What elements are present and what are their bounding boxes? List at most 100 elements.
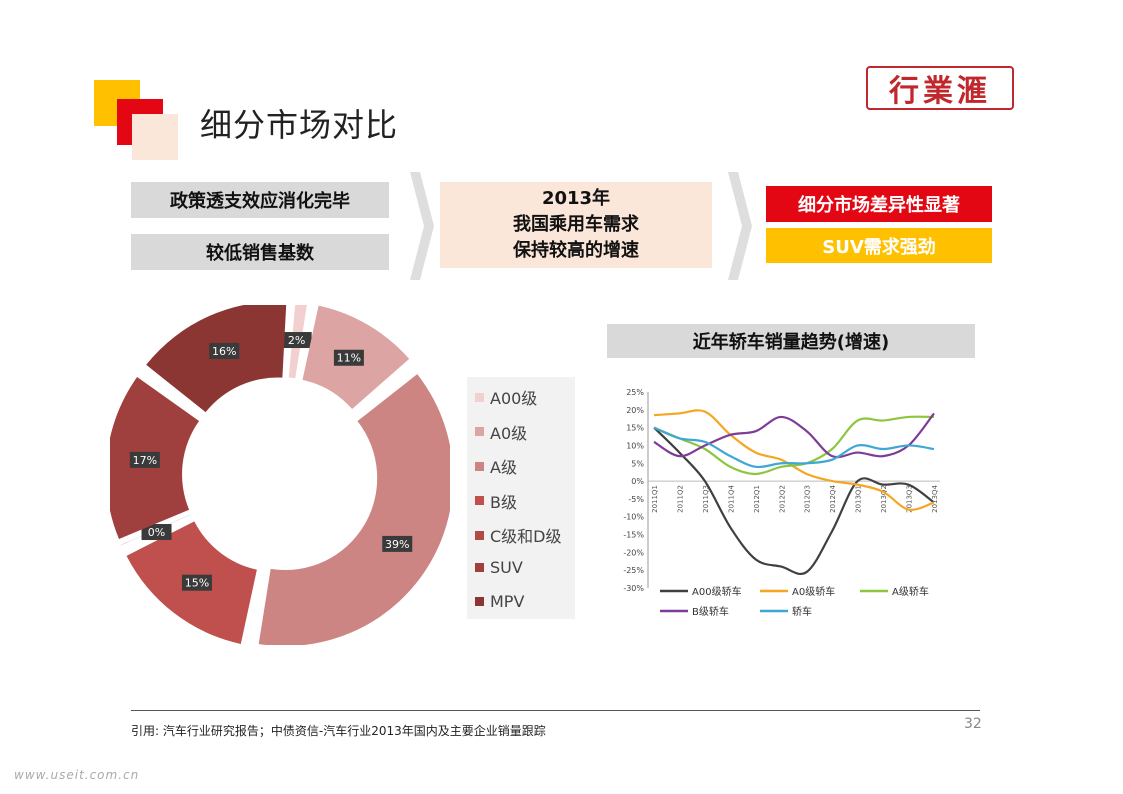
legend-label: MPV bbox=[490, 592, 525, 611]
y-tick-label: -20% bbox=[623, 548, 644, 557]
donut-label-1: 11% bbox=[333, 349, 364, 366]
svg-text:0%: 0% bbox=[148, 526, 165, 539]
line-legend-item: A00级轿车 bbox=[660, 585, 742, 598]
legend-item: A00级 bbox=[475, 385, 537, 409]
legend-label: A0级 bbox=[490, 423, 528, 443]
chevron-arrow-icon bbox=[728, 172, 752, 280]
flow-right-box-1-label: 细分市场差异性显著 bbox=[798, 195, 960, 216]
legend-label: B级 bbox=[490, 492, 517, 512]
y-tick-label: -10% bbox=[623, 513, 644, 522]
y-tick-label: 15% bbox=[626, 424, 644, 433]
flow-right-box-2: SUV需求强劲 bbox=[766, 228, 992, 263]
series-line-3 bbox=[653, 412, 935, 459]
x-tick-label: 2012Q4 bbox=[829, 485, 837, 513]
legend-swatch bbox=[475, 530, 484, 540]
footer-citation: 引用: 汽车行业研究报告；中债资信-汽车行业2013年国内及主要企业销量跟踪 bbox=[131, 724, 546, 738]
flow-middle-line-1: 2013年 bbox=[541, 188, 611, 209]
x-tick-label: 2012Q2 bbox=[778, 485, 786, 513]
flow-left-box-2: 较低销售基数 bbox=[131, 234, 389, 270]
legend-item: C级和D级 bbox=[475, 523, 562, 547]
flow-right-box-1: 细分市场差异性显著 bbox=[766, 186, 992, 222]
chevron-arrow-icon bbox=[410, 172, 434, 280]
flow-middle-box: 2013年 我国乘用车需求 保持较高的增速 bbox=[440, 182, 712, 268]
svg-text:11%: 11% bbox=[337, 352, 361, 365]
legend-swatch bbox=[475, 461, 484, 471]
y-tick-label: 5% bbox=[631, 459, 644, 468]
y-tick-label: 20% bbox=[626, 406, 644, 415]
x-tick-label: 2012Q3 bbox=[804, 485, 812, 513]
series-line-4 bbox=[653, 426, 935, 469]
svg-text:A级轿车: A级轿车 bbox=[892, 585, 929, 598]
donut-label-5: 17% bbox=[129, 451, 160, 468]
series-line-0 bbox=[653, 426, 935, 576]
flow-left-box-2-label: 较低销售基数 bbox=[206, 243, 314, 264]
x-tick-label: 2011Q1 bbox=[651, 485, 659, 513]
y-tick-label: -30% bbox=[623, 584, 644, 593]
svg-text:16%: 16% bbox=[212, 345, 236, 358]
svg-text:B级轿车: B级轿车 bbox=[692, 605, 729, 618]
legend-item: MPV bbox=[475, 592, 524, 611]
legend-swatch bbox=[475, 597, 484, 606]
series-line-2 bbox=[653, 415, 935, 476]
x-tick-label: 2011Q2 bbox=[676, 485, 684, 513]
page-title: 细分市场对比 bbox=[200, 106, 399, 144]
x-tick-label: 2013Q1 bbox=[855, 485, 863, 513]
svg-text:2%: 2% bbox=[288, 334, 305, 347]
watermark: www.useit.com.cn bbox=[14, 768, 140, 782]
legend-item: B级 bbox=[475, 489, 517, 513]
y-tick-label: 25% bbox=[626, 388, 644, 397]
x-tick-label: 2011Q4 bbox=[727, 485, 735, 513]
decor-square-peach bbox=[132, 114, 178, 160]
legend-label: C级和D级 bbox=[490, 527, 562, 546]
legend-swatch bbox=[475, 392, 484, 402]
svg-text:A0级轿车: A0级轿车 bbox=[792, 585, 835, 598]
legend-label: A00级 bbox=[490, 389, 538, 408]
flow-middle-line-3: 保持较高的增速 bbox=[513, 240, 639, 261]
x-tick-label: 2013Q4 bbox=[931, 485, 939, 513]
line-legend-item: B级轿车 bbox=[660, 605, 729, 618]
svg-text:A00级轿车: A00级轿车 bbox=[692, 585, 742, 598]
flow-right-box-2-label: SUV需求强劲 bbox=[822, 236, 936, 258]
y-tick-label: 10% bbox=[626, 441, 644, 450]
svg-text:39%: 39% bbox=[385, 538, 409, 551]
series-line-1 bbox=[653, 409, 935, 511]
flow-left-box-1: 政策透支效应消化完毕 bbox=[131, 182, 389, 218]
svg-text:17%: 17% bbox=[133, 454, 157, 467]
donut-label-0: 2% bbox=[281, 332, 312, 349]
x-tick-label: 2013Q3 bbox=[906, 485, 914, 513]
donut-label-3: 15% bbox=[181, 574, 212, 591]
svg-text:15%: 15% bbox=[185, 577, 209, 590]
donut-label-2: 39% bbox=[382, 535, 413, 552]
flow-middle-line-2: 我国乘用车需求 bbox=[513, 214, 639, 235]
brand-logo: 行業滙 bbox=[866, 66, 1014, 110]
x-tick-label: 2011Q3 bbox=[702, 485, 710, 513]
donut-legend: A00级 A0级 A级 B级 C级和D级 SUV MPV bbox=[467, 377, 575, 619]
donut-label-6: 16% bbox=[209, 342, 240, 359]
donut-slice-2 bbox=[258, 374, 450, 645]
line-chart: 25% 20% 15% 10% 5% 0% -5% -10% -15% -20% -25% -30% 2… bbox=[623, 388, 940, 618]
legend-label: A级 bbox=[490, 458, 517, 477]
line-legend-item: A0级轿车 bbox=[760, 585, 835, 598]
x-tick-label: 2012Q1 bbox=[753, 485, 761, 513]
legend-item: A0级 bbox=[475, 420, 527, 444]
x-tick-label: 2013Q2 bbox=[880, 485, 888, 513]
flow-left-box-1-label: 政策透支效应消化完毕 bbox=[170, 191, 350, 212]
y-tick-label: -5% bbox=[628, 495, 644, 504]
y-tick-label: 0% bbox=[631, 477, 644, 486]
donut-chart: 2% 11% 39% 15% 0% 17% 16% bbox=[110, 305, 450, 645]
legend-swatch bbox=[475, 562, 484, 572]
line-legend-item: 轿车 bbox=[760, 605, 812, 618]
line-chart-title: 近年轿车销量趋势(增速) bbox=[607, 324, 975, 358]
line-legend-item: A级轿车 bbox=[860, 585, 929, 598]
donut-label-4: 0% bbox=[141, 524, 172, 541]
svg-text:轿车: 轿车 bbox=[792, 605, 812, 618]
legend-swatch bbox=[475, 427, 484, 436]
legend-swatch bbox=[475, 496, 484, 505]
page-number: 32 bbox=[964, 716, 982, 732]
legend-label: SUV bbox=[490, 557, 523, 577]
legend-item: SUV bbox=[475, 558, 523, 577]
y-tick-label: -15% bbox=[623, 531, 644, 540]
y-tick-label: -25% bbox=[623, 566, 644, 575]
footer-divider bbox=[131, 710, 980, 711]
legend-item: A级 bbox=[475, 454, 517, 478]
